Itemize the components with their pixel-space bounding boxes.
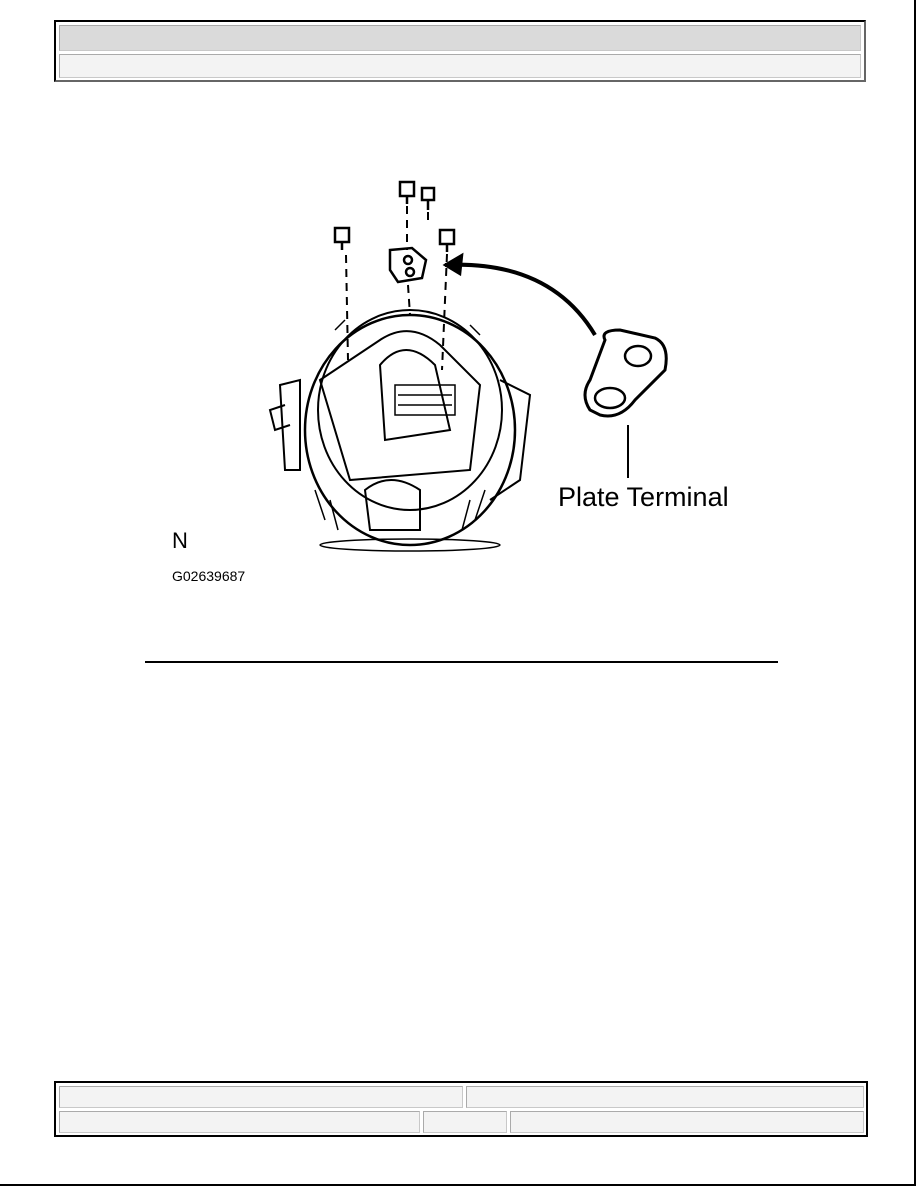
footer-cell bbox=[510, 1111, 864, 1133]
bolt-icon bbox=[420, 186, 436, 210]
footer-cell bbox=[423, 1111, 507, 1133]
footer-cell bbox=[59, 1086, 463, 1108]
bolt-icon bbox=[333, 226, 351, 250]
header-table bbox=[54, 20, 866, 82]
alternator-diagram: Plate Terminal N G02639687 bbox=[150, 170, 790, 610]
header-title-cell bbox=[59, 25, 861, 51]
header-subtitle-cell bbox=[59, 54, 861, 78]
footer-cell bbox=[59, 1111, 420, 1133]
footer-cell bbox=[466, 1086, 864, 1108]
section-divider bbox=[145, 661, 778, 663]
figure-code: G02639687 bbox=[172, 568, 246, 584]
footer-table bbox=[54, 1081, 868, 1137]
alternator-illustration bbox=[268, 180, 668, 552]
plate-terminal-label: Plate Terminal bbox=[558, 482, 729, 512]
orientation-mark: N bbox=[172, 528, 188, 553]
bolt-icon bbox=[438, 228, 456, 252]
bolt-icon bbox=[398, 180, 416, 204]
